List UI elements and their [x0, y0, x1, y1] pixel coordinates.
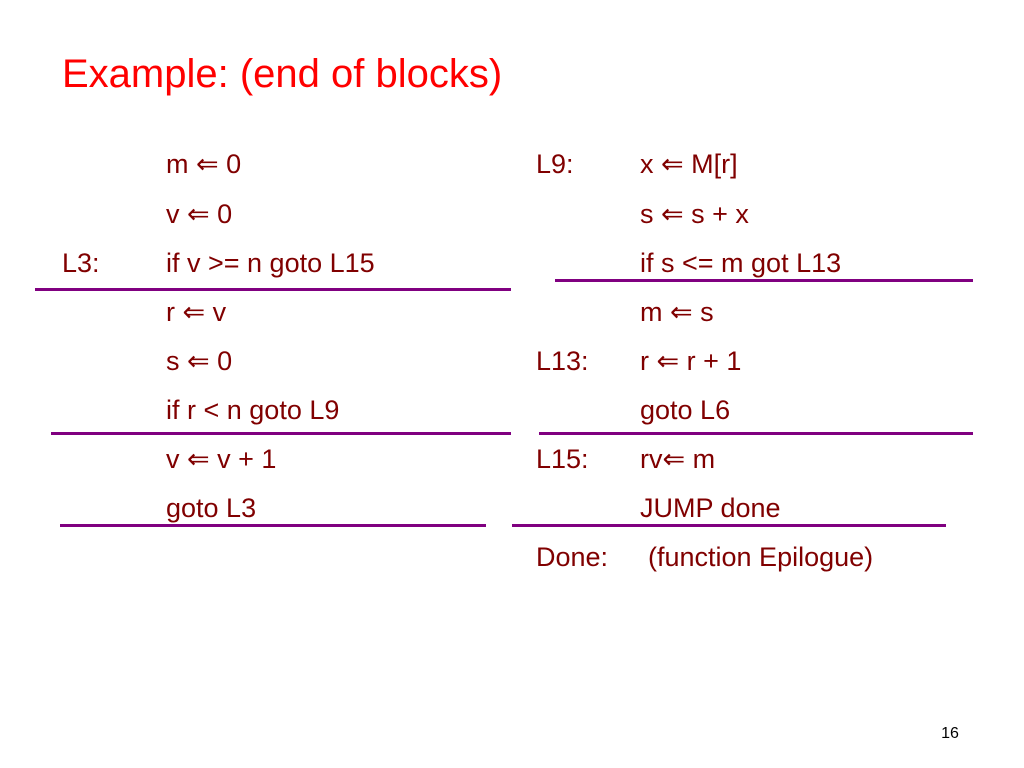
code-statement: s ⇐ 0	[166, 346, 233, 376]
code-statement: x ⇐ M[r]	[640, 149, 738, 179]
code-label: L13:	[536, 346, 589, 376]
code-label: L3:	[62, 248, 100, 278]
code-statement: if s <= m got L13	[640, 248, 842, 278]
code-statement: v ⇐ 0	[166, 199, 233, 229]
block-divider	[512, 524, 946, 527]
code-statement: JUMP done	[640, 493, 781, 523]
code-statement: (function Epilogue)	[648, 542, 874, 572]
code-statement: r ⇐ v	[166, 297, 227, 327]
code-statement: if r < n goto L9	[166, 395, 340, 425]
block-divider	[60, 524, 486, 527]
code-statement: goto L3	[166, 493, 257, 523]
slide-title: Example: (end of blocks)	[62, 52, 503, 96]
code-statement: rv⇐ m	[640, 444, 716, 474]
code-statement: v ⇐ v + 1	[166, 444, 277, 474]
code-statement: m ⇐ 0	[166, 149, 242, 179]
code-statement: s ⇐ s + x	[640, 199, 749, 229]
code-statement: if v >= n goto L15	[166, 248, 375, 278]
page-number: 16	[941, 725, 959, 742]
block-divider	[539, 432, 973, 435]
code-label: Done:	[536, 542, 609, 572]
block-divider	[555, 279, 973, 282]
code-statement: goto L6	[640, 395, 731, 425]
code-statement: r ⇐ r + 1	[640, 346, 742, 376]
code-label: L9:	[536, 149, 574, 179]
code-statement: m ⇐ s	[640, 297, 714, 327]
code-label: L15:	[536, 444, 589, 474]
block-divider	[51, 432, 511, 435]
block-divider	[35, 288, 511, 291]
